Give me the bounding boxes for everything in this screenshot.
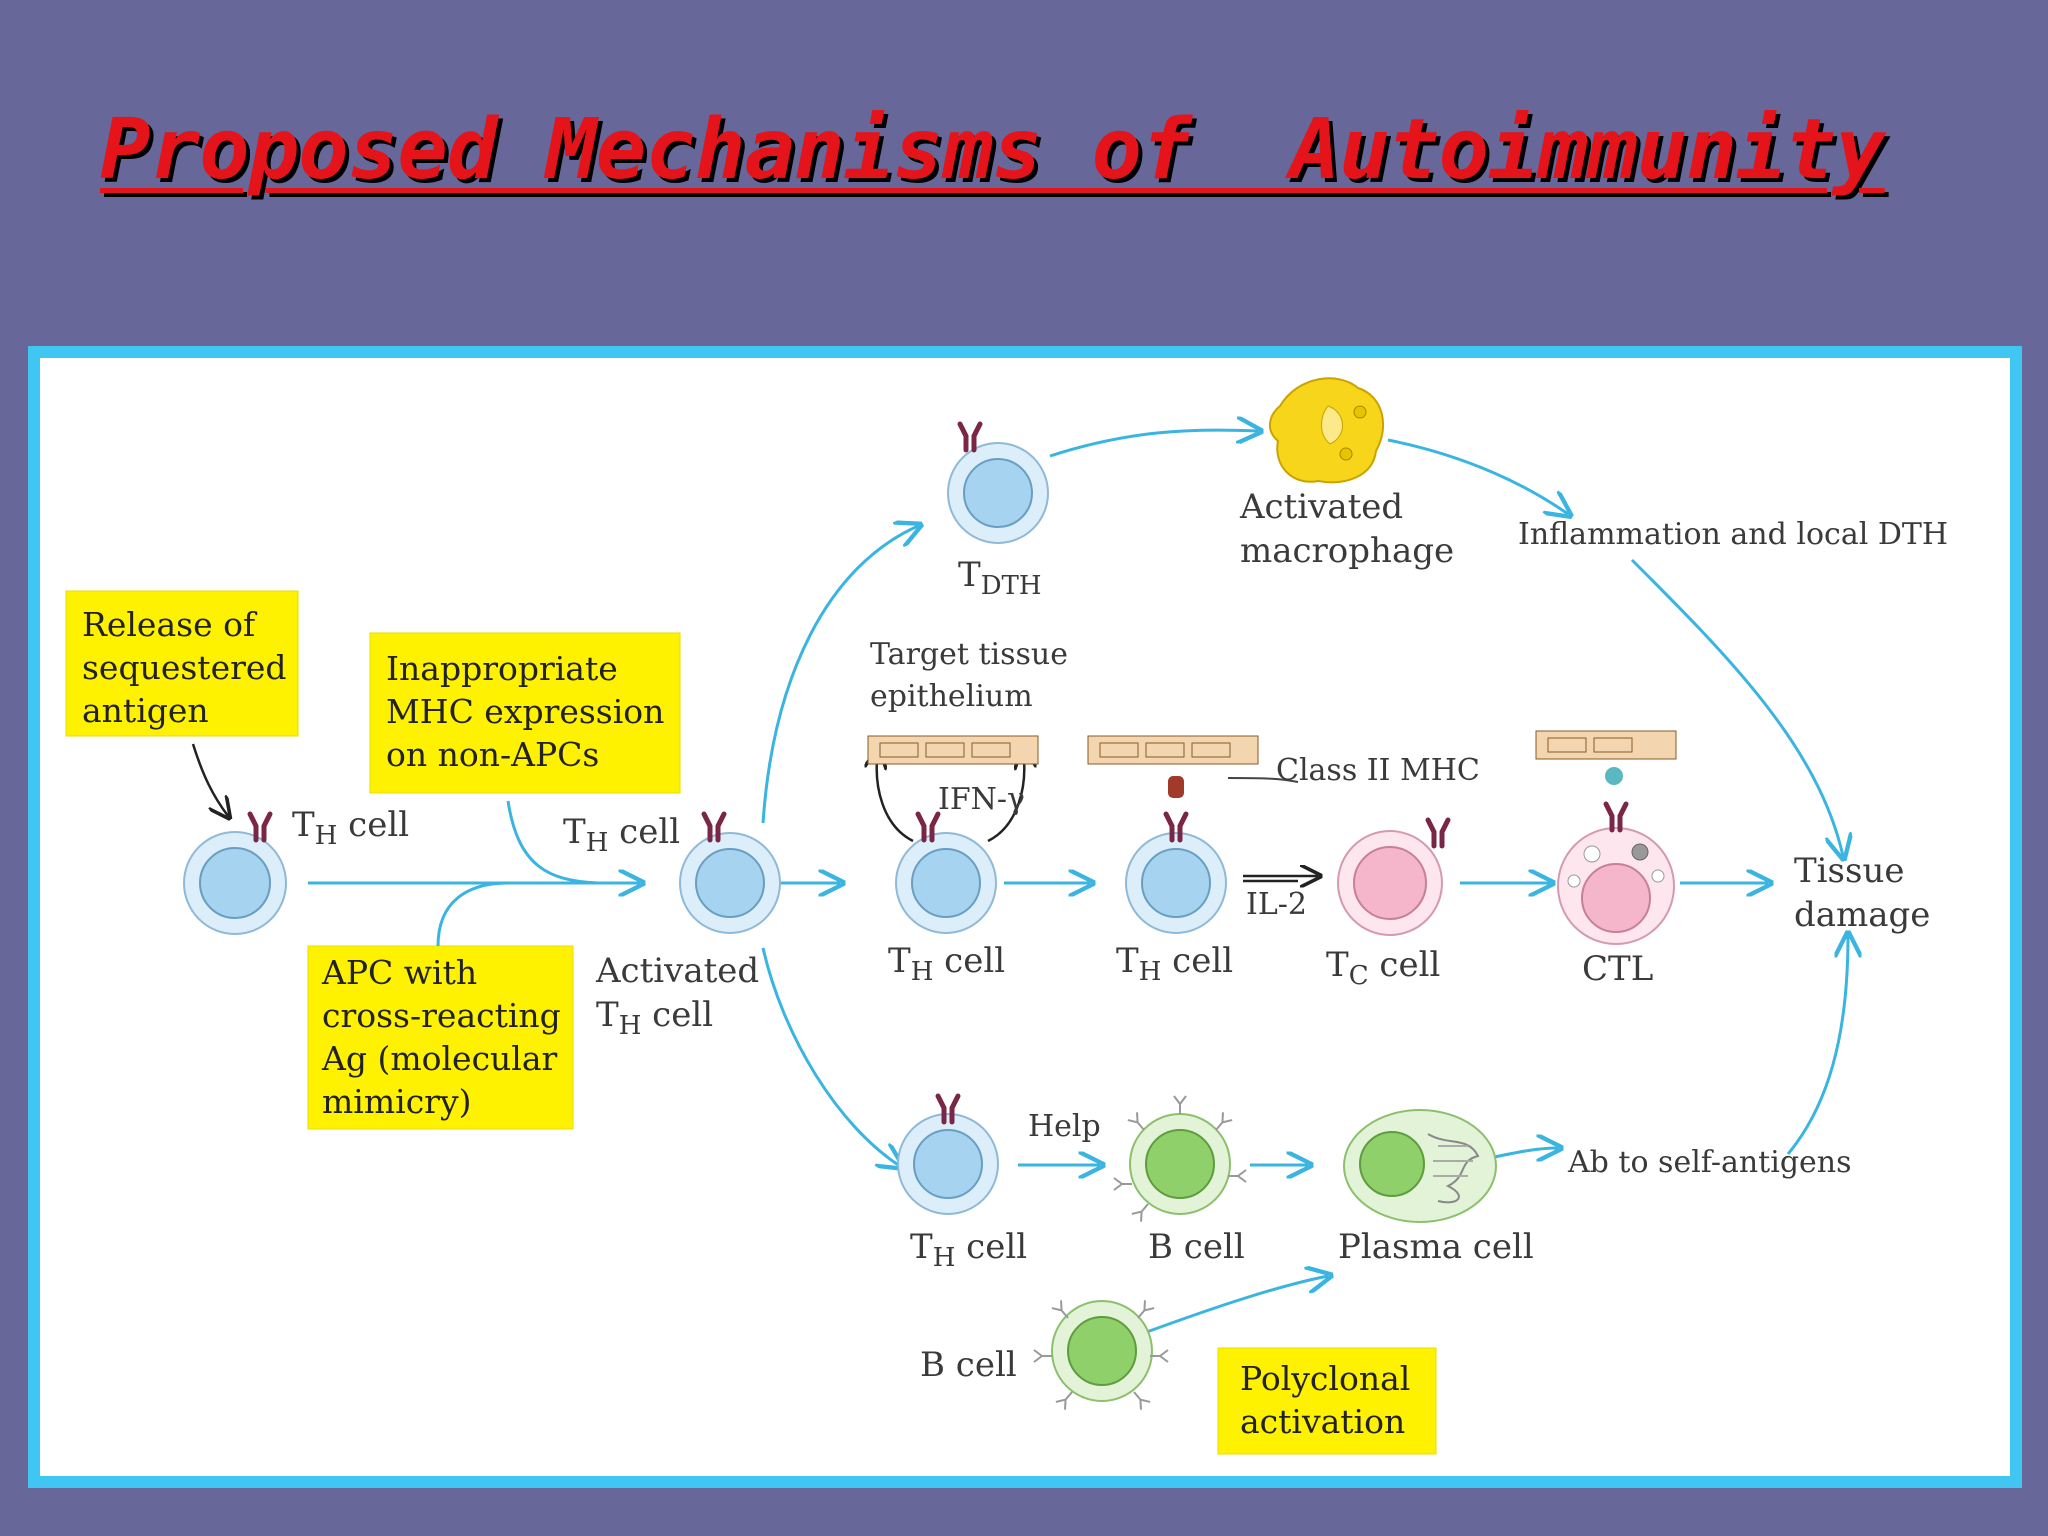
label-plasma-cell: Plasma cell — [1338, 1227, 1534, 1267]
callout-line: Inappropriate — [386, 649, 618, 688]
target-line: Target tissue — [870, 637, 1068, 672]
macrophage-line: macrophage — [1240, 531, 1454, 571]
label-th-class2: TH cell — [1116, 941, 1233, 987]
activated-text: Activated — [595, 951, 759, 991]
cell-suffix: cell — [1161, 941, 1233, 981]
subscript: H — [315, 821, 338, 851]
autoimmunity-diagram: Release of sequestered antigen Inappropr… — [65, 377, 1948, 1455]
callout-line: mimicry) — [322, 1082, 471, 1121]
label-macrophage: Activated macrophage — [1239, 487, 1454, 571]
label-il2: IL-2 — [1246, 887, 1307, 922]
label-b-cell-upper: B cell — [1148, 1227, 1245, 1267]
callout-line: Release of — [82, 605, 258, 644]
label-tc-cell: TC cell — [1326, 945, 1440, 991]
th-cell-helper — [897, 1096, 999, 1215]
t-letter: T — [958, 555, 981, 595]
callout-line: sequestered — [82, 648, 287, 687]
callout-line: on non-APCs — [386, 735, 599, 774]
diagram-frame — [28, 346, 2022, 1488]
slide-title: Proposed Mechanisms of Autoimmunity — [100, 100, 1886, 198]
label-th-naive: TH cell — [292, 805, 409, 851]
svg-text:TH cell: TH cell — [292, 805, 409, 851]
cell-suffix: cell — [608, 812, 680, 852]
ctl-cell — [1557, 767, 1675, 945]
tissue-line: damage — [1794, 895, 1930, 935]
callout-line: APC with — [321, 953, 477, 992]
label-help: Help — [1028, 1109, 1101, 1144]
t-letter: T — [1326, 945, 1349, 985]
callout-line: cross-reacting — [322, 996, 561, 1035]
svg-text:TH cell: TH cell — [888, 941, 1005, 987]
label-ifn-gamma: IFN-γ — [938, 782, 1025, 817]
t-letter: T — [888, 941, 911, 981]
subscript: C — [1349, 961, 1369, 991]
b-cell-lower — [1033, 1299, 1169, 1411]
svg-text:TDTH: TDTH — [958, 555, 1042, 601]
t-letter: T — [596, 995, 619, 1035]
label-th-helper: TH cell — [910, 1227, 1027, 1273]
svg-text:TH cell: TH cell — [1116, 941, 1233, 987]
flow-arrows — [308, 430, 1848, 1335]
label-ab-self-antigens: Ab to self-antigens — [1567, 1145, 1852, 1180]
t-letter: T — [910, 1227, 933, 1267]
svg-text:TH cell: TH cell — [563, 812, 680, 858]
th-cell-naive — [183, 814, 287, 935]
activated-macrophage — [1269, 377, 1385, 484]
macrophage-line: Activated — [1239, 487, 1403, 527]
label-th-ifn: TH cell — [888, 941, 1005, 987]
label-inflammation: Inflammation and local DTH — [1518, 517, 1948, 552]
subscript: H — [619, 1011, 642, 1041]
callout-sequestered-antigen: Release of sequestered antigen — [65, 590, 299, 737]
label-target-tissue: Target tissue epithelium — [870, 637, 1068, 714]
svg-text:TH cell: TH cell — [596, 995, 713, 1041]
subscript: H — [911, 957, 934, 987]
label-ctl: CTL — [1582, 949, 1653, 989]
svg-text:TH cell: TH cell — [910, 1227, 1027, 1273]
callout-line: Ag (molecular — [321, 1039, 558, 1078]
cell-suffix: cell — [1369, 945, 1441, 985]
tdth-cell — [947, 424, 1049, 544]
svg-text:TC cell: TC cell — [1326, 945, 1440, 991]
label-th-top: TH cell — [563, 812, 680, 858]
label-activated-th: Activated TH cell — [595, 951, 759, 1041]
callout-line: antigen — [82, 691, 209, 730]
th-cell-activated — [679, 814, 781, 934]
callout-inappropriate-mhc: Inappropriate MHC expression on non-APCs — [369, 632, 681, 794]
tissue-line: Tissue — [1794, 851, 1904, 891]
label-b-cell-lower: B cell — [920, 1345, 1017, 1385]
subscript: H — [933, 1243, 956, 1273]
t-letter: T — [292, 805, 315, 845]
cell-suffix: cell — [337, 805, 409, 845]
subscript: DTH — [981, 571, 1042, 601]
callout-line: activation — [1240, 1402, 1405, 1441]
callout-apc-molecular-mimicry: APC with cross-reacting Ag (molecular mi… — [307, 945, 574, 1130]
t-letter: T — [563, 812, 586, 852]
subscript: H — [1139, 957, 1162, 987]
th-cell-class2 — [1125, 776, 1227, 934]
label-class2-mhc: Class II MHC — [1276, 753, 1480, 788]
th-cell-ifn — [895, 814, 997, 934]
tc-cell — [1337, 820, 1448, 936]
b-cell-upper — [1113, 1095, 1247, 1223]
cell-suffix: cell — [641, 995, 713, 1035]
target-tissue-epithelium — [867, 730, 1677, 783]
t-letter: T — [1116, 941, 1139, 981]
callout-polyclonal-activation: Polyclonal activation — [1217, 1347, 1437, 1455]
label-tissue-damage: Tissue damage — [1794, 851, 1930, 935]
target-line: epithelium — [870, 679, 1033, 714]
label-tdth: TDTH — [958, 555, 1042, 601]
callout-line: Polyclonal — [1240, 1359, 1410, 1398]
plasma-cell — [1343, 1109, 1497, 1223]
callout-line: MHC expression — [386, 692, 664, 731]
cell-suffix: cell — [955, 1227, 1027, 1267]
subscript: H — [586, 828, 609, 858]
cell-suffix: cell — [933, 941, 1005, 981]
